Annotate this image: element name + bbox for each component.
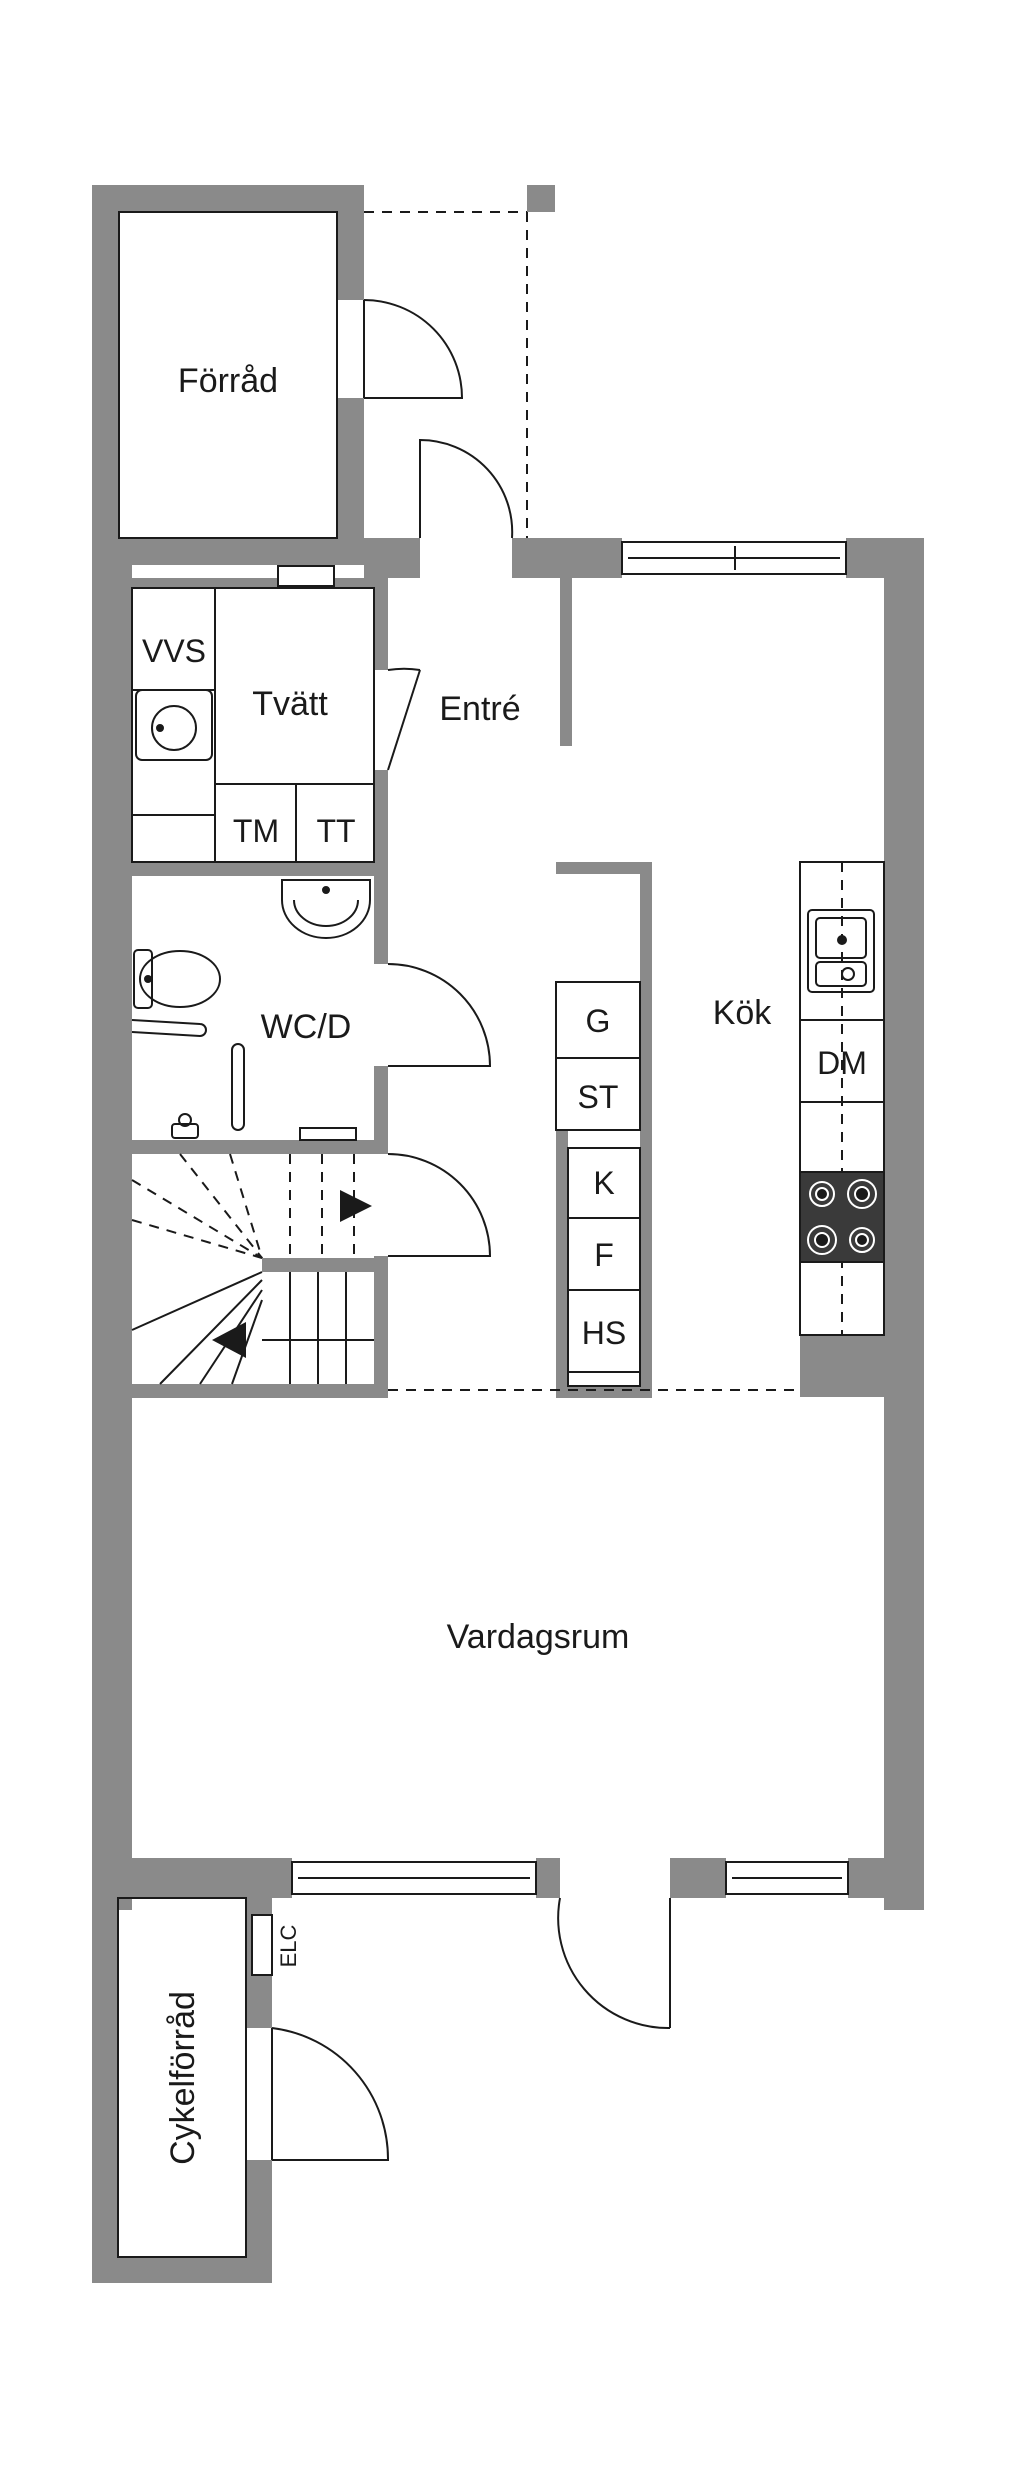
wall-forrad-right-upper	[337, 212, 364, 300]
wall-island-east	[640, 862, 652, 1398]
washbasin-icon	[281, 879, 371, 939]
laundry-sink-icon	[135, 689, 213, 761]
door-wc-swing	[387, 963, 492, 1067]
stair-winder-2	[159, 1279, 263, 1385]
room-label-entre: Entré	[439, 690, 520, 728]
room-label-wc: WC/D	[261, 1008, 352, 1046]
wall-wc-south	[132, 1140, 388, 1154]
wall-tvatt-top	[132, 578, 376, 588]
wall-stair-south	[132, 1384, 388, 1398]
wall-tvatt-south	[132, 862, 388, 876]
kitchen-sink-icon	[807, 909, 875, 993]
wall-wc-east-upper	[374, 876, 388, 964]
floor-drain-icon	[299, 1127, 357, 1141]
wall-kitchen-east-block	[800, 1335, 884, 1397]
room-label-kok: Kök	[713, 994, 773, 1032]
room-label-cykelforrad: Cykelförråd	[164, 1991, 202, 2165]
wall-island-west	[556, 1130, 568, 1398]
stair-up-arrow	[212, 1322, 246, 1358]
wall-stair-east	[374, 1256, 388, 1398]
cykel-interior	[117, 1897, 247, 2258]
fixture-label-tm: TM	[233, 813, 279, 849]
island-upper	[555, 981, 641, 1131]
room-label-tvatt: Tvätt	[252, 685, 328, 723]
wall-forrad-right-lower	[337, 398, 364, 538]
fixture-label-g: G	[586, 1003, 611, 1039]
stair-upper-3	[229, 1153, 263, 1259]
room-label-forrad: Förråd	[178, 362, 278, 400]
shower-valve-icon	[171, 1113, 199, 1139]
stove-icon	[799, 1171, 885, 1263]
elc-cabinet	[251, 1914, 273, 1976]
wall-stair-landing	[262, 1258, 388, 1272]
wall-cykel-left	[92, 1898, 118, 2283]
stair-arrows	[212, 1190, 372, 1358]
wall-south-left	[92, 1858, 292, 1898]
doors	[271, 299, 671, 2161]
wall-south-mid-right	[670, 1858, 726, 1898]
wall-island-bottom	[556, 1386, 652, 1398]
wall-island-top	[556, 862, 652, 874]
grab-bar-icon	[131, 1019, 207, 1038]
stair-winder-1	[131, 1271, 263, 1331]
tvatt-interior	[131, 587, 375, 863]
room-labels: Förråd Tvätt Entré WC/D Kök Vardagsrum C…	[164, 362, 772, 2165]
wall-forrad-top-right-post	[527, 185, 555, 212]
wall-west	[92, 538, 132, 1910]
staircase	[131, 1271, 374, 1385]
door-tvatt-leaf	[387, 669, 421, 771]
wall-east	[884, 538, 924, 1910]
structure-lines	[117, 211, 885, 2258]
forrad-interior	[118, 211, 338, 539]
toilet-icon	[133, 949, 221, 1009]
windows	[277, 541, 849, 1895]
stair-upper-4	[131, 1219, 263, 1259]
door-cykel-swing	[271, 2027, 390, 2161]
stair-down-arrow	[340, 1190, 372, 1222]
fixture-label-st: ST	[578, 1079, 619, 1115]
stair-upper-1	[131, 1179, 263, 1259]
door-entre-swing	[419, 438, 514, 539]
fixture-label-dm: DM	[817, 1045, 867, 1081]
wall-south-right	[848, 1858, 924, 1898]
fixture-label-vvs: VVS	[142, 633, 206, 669]
staircase-upper	[131, 1153, 355, 1259]
shower-rail-icon	[231, 1043, 245, 1131]
wall-tvatt-east-lower	[374, 770, 388, 870]
stair-winder-4	[231, 1299, 263, 1385]
door-vardagsrum-swing	[557, 1897, 671, 2030]
fixture-labels: VVS TM TT G ST K F HS DM ELC	[142, 633, 867, 1967]
wall-north-mid	[512, 538, 622, 578]
fixture-label-hs: HS	[582, 1315, 626, 1351]
wall-south-mid-left	[536, 1858, 560, 1898]
door-stair-swing	[387, 1153, 492, 1257]
wall-entre-stub	[560, 578, 572, 746]
fixture-label-f: F	[594, 1237, 614, 1273]
fixture-icons	[131, 689, 885, 1263]
wall-north-left	[364, 538, 420, 578]
dashed-lines	[364, 211, 843, 1391]
wall-cykel-bottom	[92, 2257, 272, 2283]
walls	[92, 185, 924, 2283]
door-forrad-swing	[363, 299, 464, 399]
fixture-label-tt: TT	[316, 813, 355, 849]
room-label-vardagsrum: Vardagsrum	[447, 1618, 630, 1656]
door-tvatt-swing	[387, 667, 421, 671]
fixture-label-k: K	[593, 1165, 614, 1201]
fixture-label-elc: ELC	[276, 1924, 301, 1967]
window-tvatt	[277, 565, 335, 587]
wall-wc-east-lower	[374, 1066, 388, 1154]
wall-forrad-top	[92, 185, 364, 212]
wall-tvatt-east-upper	[374, 578, 388, 670]
stair-upper-2	[179, 1153, 263, 1259]
island-lower	[567, 1147, 641, 1387]
wall-forrad-left	[92, 185, 119, 550]
